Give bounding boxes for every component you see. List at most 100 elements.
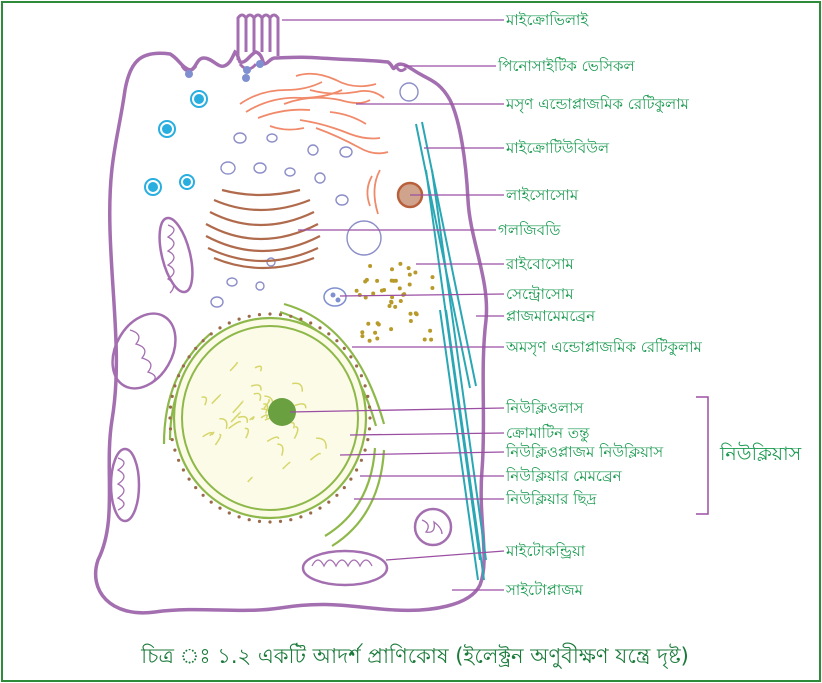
ribosome-dot <box>368 339 372 343</box>
ribosome-dot <box>389 300 393 304</box>
envelope-dot <box>299 318 302 321</box>
envelope-dot <box>228 511 231 514</box>
nucleus-bracket <box>696 397 708 514</box>
envelope-dot <box>188 478 191 481</box>
label-smooth-er: মসৃণ এন্ডোপ্লাজমিক রেটিকুলাম <box>505 95 690 114</box>
label-rough-er: অমসৃণ এন্ডোপ্লাজমিক রেটিকুলাম <box>505 338 703 357</box>
ribosome-dot <box>407 266 411 270</box>
envelope-dot <box>318 326 321 329</box>
small-vesicles <box>211 83 418 307</box>
envelope-dot <box>299 515 302 518</box>
envelope-dot <box>309 321 312 324</box>
envelope-dot <box>202 339 205 342</box>
ribosome-dot <box>360 334 364 338</box>
envelope-dot <box>168 416 171 419</box>
ribosome-dot <box>376 321 380 325</box>
label-nuclear-membrane: নিউক্লিয়ার মেমব্রেন <box>505 467 623 485</box>
label-chromatin: ক্রোমাটিন তন্তু <box>506 424 590 442</box>
envelope-dot <box>349 355 352 358</box>
envelope-dot <box>309 511 312 514</box>
envelope-dot <box>335 494 338 497</box>
label-nucleolus: নিউক্লিওলাস <box>505 399 585 417</box>
envelope-dot <box>366 438 369 441</box>
envelope-dot <box>327 501 330 504</box>
envelope-dot <box>335 339 338 342</box>
ribosome-dot <box>408 273 412 277</box>
envelope-dot <box>279 520 282 523</box>
ribosome-dot <box>392 279 396 283</box>
envelope-dot <box>238 318 241 321</box>
envelope-dot <box>248 518 251 521</box>
envelope-dot <box>188 355 191 358</box>
ribosome-dot <box>409 312 413 316</box>
ribosome-dot <box>389 327 393 331</box>
label-nuclear-pore: নিউক্লিয়ার ছিদ্র <box>505 490 598 508</box>
envelope-dot <box>364 384 367 387</box>
envelope-dot <box>289 315 292 318</box>
ribosome-dot <box>355 289 359 293</box>
label-golgi-body: গলজিবডি <box>498 221 561 239</box>
envelope-dot <box>171 395 174 398</box>
envelope-dot <box>177 374 180 377</box>
ribosome-dot <box>390 267 394 271</box>
ribosome-dot <box>373 331 377 335</box>
label-nucleus-group: নিউক্লিয়াস <box>719 442 802 465</box>
label-microvilli: মাইক্রোভিলাই <box>505 11 589 29</box>
ribosome-dot <box>360 330 364 334</box>
envelope-dot <box>258 313 261 316</box>
envelope-dot <box>210 501 213 504</box>
ribosome-dot <box>398 262 402 266</box>
envelope-dot <box>268 520 271 523</box>
label-ribosome: রাইবোসোম <box>505 255 574 273</box>
ribosome-dot <box>366 322 370 326</box>
label-mitochondria: মাইটোকন্ড্রিয়া <box>505 542 586 560</box>
envelope-dot <box>360 374 363 377</box>
envelope-dot <box>368 427 371 430</box>
golgi-body <box>206 190 320 268</box>
cytoplasmic-vesicles <box>145 91 207 195</box>
envelope-dot <box>202 494 205 497</box>
envelope-dot <box>368 406 371 409</box>
envelope-dot <box>173 384 176 387</box>
label-centrosome: সেন্ট্রোসোম <box>506 285 574 303</box>
label-microtubule: মাইক্রোটিউবিউল <box>505 139 610 157</box>
envelope-dot <box>327 332 330 335</box>
label-pinocytic-vesicle: পিনোসাইটিক ভেসিকল <box>497 57 636 75</box>
label-lysosome: লাইসোসোম <box>505 186 579 204</box>
ribosome-dot <box>409 319 413 323</box>
envelope-dot <box>210 332 213 335</box>
envelope-dot <box>268 312 271 315</box>
ribosome-dot <box>368 264 372 268</box>
ribosome-dot <box>388 304 392 308</box>
ribosome-dot <box>398 286 402 290</box>
ribosome-dot <box>431 275 435 279</box>
label-cytoplasm: সাইটোপ্লাজম <box>505 581 584 599</box>
ribosome-dot <box>399 299 403 303</box>
envelope-dot <box>349 478 352 481</box>
envelope-dot <box>194 347 197 350</box>
envelope-dot <box>177 459 180 462</box>
ribosomes <box>355 262 435 343</box>
ribosome-dot <box>429 338 433 342</box>
ribosome-dot <box>408 283 412 287</box>
envelope-dot <box>343 347 346 350</box>
envelope-dot <box>169 406 172 409</box>
ribosome-dot <box>428 329 432 333</box>
envelope-dot <box>218 326 221 329</box>
ribosome-dot <box>375 337 379 341</box>
envelope-dot <box>248 315 251 318</box>
envelope-dot <box>355 364 358 367</box>
envelope-dot <box>364 449 367 452</box>
ribosome-dot <box>371 292 375 296</box>
ribosome-dot <box>393 305 397 309</box>
envelope-dot <box>343 486 346 489</box>
label-plasma-membrane: প্লাজমামেমব্রেন <box>506 307 596 325</box>
envelope-dot <box>238 515 241 518</box>
envelope-dot <box>318 507 321 510</box>
envelope-dot <box>366 395 369 398</box>
ribosome-dot <box>380 289 384 293</box>
envelope-dot <box>279 313 282 316</box>
ribosome-dot <box>375 279 379 283</box>
envelope-dot <box>289 518 292 521</box>
